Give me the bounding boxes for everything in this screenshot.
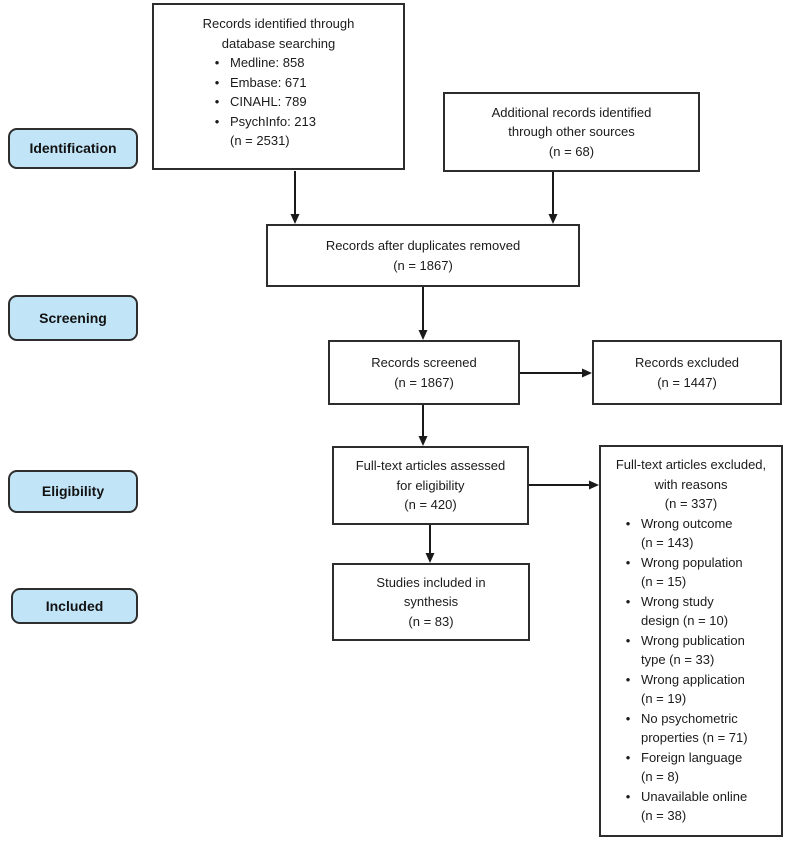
list-item: • Wrong outcome (n = 143) <box>615 514 777 553</box>
box-text-line: with reasons <box>654 476 728 492</box>
bullet-icon: • <box>625 632 631 648</box>
list-item-text: Embase: 671 <box>230 74 307 90</box>
bullet-icon: • <box>625 671 631 687</box>
list-item-text: Wrong application (n = 19) <box>641 671 745 707</box>
count-text: (n = 83) <box>408 613 454 629</box>
list-item: • Wrong population (n = 15) <box>615 553 777 592</box>
box-text-line: through other sources <box>508 124 635 140</box>
arrow-fulltext-to-reasons <box>529 480 599 490</box>
count-text: (n = 68) <box>548 143 595 159</box>
list-item-text: CINAHL: 789 <box>230 94 307 109</box>
box-text-line: synthesis <box>403 594 459 610</box>
database-list: • Medline: 858 • Embase: 671 • CINAHL: 7… <box>204 53 403 151</box>
list-item-text: Wrong outcome (n = 143) <box>641 515 733 551</box>
bullet-icon: • <box>625 593 631 609</box>
list-item: • PsychInfo: 213 <box>204 112 403 132</box>
bullet-icon: • <box>214 113 220 129</box>
bullet-icon: • <box>214 74 220 90</box>
box-text-line: for eligibility <box>396 477 465 493</box>
list-item: • Foreign language (n = 8) <box>615 748 777 787</box>
box-text-line: Records excluded <box>634 355 740 370</box>
list-item-text: Unavailable online (n = 38) <box>641 788 748 824</box>
stage-label-text: Included <box>45 597 104 614</box>
exclusion-reason-list: • Wrong outcome (n = 143) • Wrong popula… <box>615 514 777 826</box>
box-text-line: Full-text articles excluded, <box>615 457 767 472</box>
list-item: • Embase: 671 <box>204 73 403 93</box>
list-item: • CINAHL: 789 <box>204 92 403 112</box>
arrow-fulltext-to-synthesis <box>425 525 435 563</box>
bullet-icon: • <box>214 94 220 109</box>
count-text: (n = 337) <box>664 496 718 511</box>
stage-label-text: Identification <box>29 140 117 156</box>
list-item-text: Wrong publication type (n = 33) <box>641 632 745 668</box>
arrow-screened-to-fulltext <box>418 405 428 446</box>
arrow-identified-to-duplicates <box>290 171 300 224</box>
count-text: (n = 420) <box>404 497 457 513</box>
arrow-additional-to-duplicates <box>548 172 558 224</box>
box-text-line: Records screened <box>371 355 477 370</box>
list-item: • Wrong application (n = 19) <box>615 670 777 709</box>
box-records-excluded: Records excluded (n = 1447) <box>592 340 782 405</box>
box-additional-records: Additional records identified through ot… <box>443 92 700 172</box>
stage-label-included: Included <box>11 588 138 624</box>
list-item-text: PsychInfo: 213 <box>230 113 316 129</box>
bullet-icon: • <box>625 554 631 570</box>
list-item-text: Wrong population (n = 15) <box>641 554 743 590</box>
box-text-line: Records identified through <box>202 16 355 31</box>
box-text-line: Additional records identified <box>491 104 652 120</box>
stage-label-identification: Identification <box>8 128 138 169</box>
box-text-line: Full-text articles assessed <box>355 458 506 474</box>
list-item-text: Wrong study design (n = 10) <box>641 593 729 629</box>
list-item: • Wrong study design (n = 10) <box>615 592 777 631</box>
list-item: • Wrong publication type (n = 33) <box>615 631 777 670</box>
list-item-text: Medline: 858 <box>230 55 305 70</box>
bullet-icon: • <box>625 749 631 765</box>
box-fulltext-excluded: Full-text articles excluded, with reason… <box>599 445 783 837</box>
box-fulltext-assessed: Full-text articles assessed for eligibil… <box>332 446 529 525</box>
count-text: (n = 2531) <box>230 133 290 148</box>
box-records-identified: Records identified through database sear… <box>152 3 405 170</box>
list-total: (n = 2531) <box>204 131 403 151</box>
arrow-screened-to-excluded <box>520 368 592 378</box>
stage-label-eligibility: Eligibility <box>8 470 138 513</box>
box-records-screened: Records screened (n = 1867) <box>328 340 520 405</box>
list-item: • Unavailable online (n = 38) <box>615 787 777 826</box>
bullet-icon: • <box>625 788 631 804</box>
box-text-line: database searching <box>221 35 336 51</box>
arrow-duplicates-to-screened <box>418 287 428 340</box>
box-duplicates-removed: Records after duplicates removed (n = 18… <box>266 224 580 287</box>
list-item: • Medline: 858 <box>204 53 403 73</box>
stage-label-screening: Screening <box>8 295 138 341</box>
count-text: (n = 1867) <box>393 257 453 273</box>
bullet-icon: • <box>625 710 631 726</box>
bullet-icon: • <box>214 55 220 70</box>
box-studies-included: Studies included in synthesis (n = 83) <box>332 563 530 641</box>
count-text: (n = 1867) <box>394 374 454 390</box>
list-item-text: No psychometric properties (n = 71) <box>641 710 748 746</box>
stage-label-text: Screening <box>39 309 107 326</box>
box-text-line: Records after duplicates removed <box>325 238 521 253</box>
stage-label-text: Eligibility <box>41 483 105 499</box>
box-text-line: Studies included in <box>376 574 486 590</box>
bullet-icon: • <box>625 515 631 531</box>
list-item-text: Foreign language (n = 8) <box>641 749 743 785</box>
list-item: • No psychometric properties (n = 71) <box>615 709 777 748</box>
count-text: (n = 1447) <box>657 374 717 390</box>
